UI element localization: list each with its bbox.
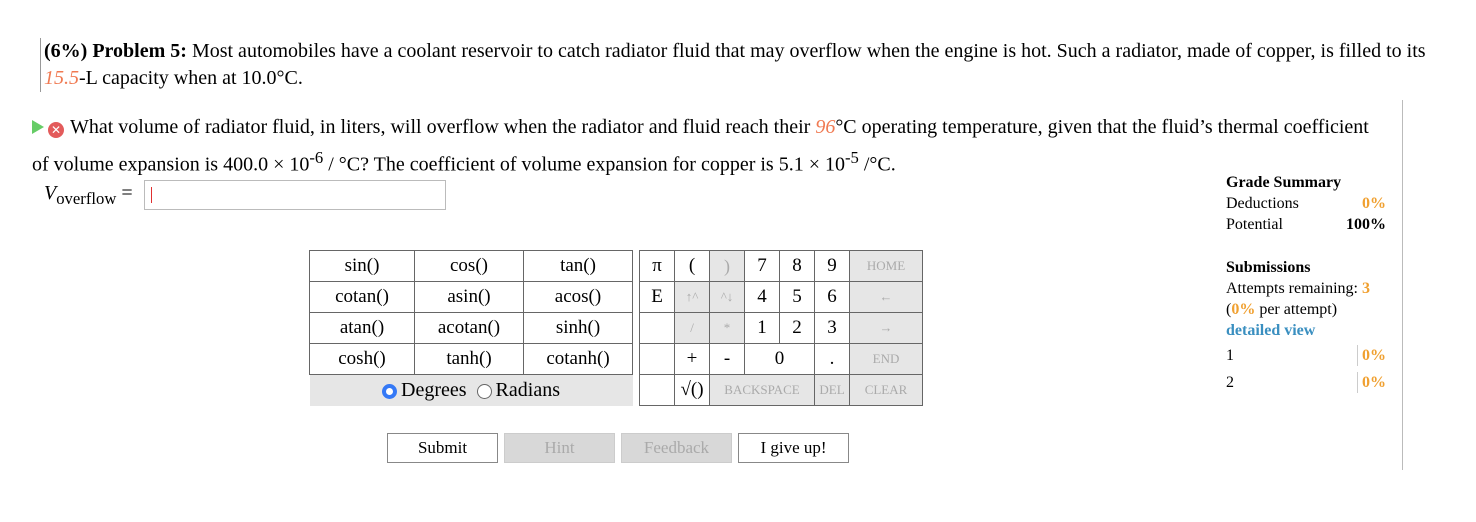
key-clear[interactable]: CLEAR	[849, 374, 923, 406]
grade-summary: Grade Summary Deductions 0% Potential 100%…	[1226, 174, 1386, 393]
key-home[interactable]: HOME	[849, 250, 923, 282]
key-2[interactable]: 2	[779, 312, 815, 344]
key-cosh[interactable]: cosh()	[309, 343, 415, 375]
feedback-button[interactable]: Feedback	[621, 433, 732, 463]
submission-row-1: 1	[1226, 347, 1234, 364]
calculator-pad: sin() cos() tan() π ( ) 7 8 9 HOME cotan…	[309, 250, 923, 406]
key-sinh[interactable]: sinh()	[523, 312, 633, 344]
key-3[interactable]: 3	[814, 312, 850, 344]
key-acos[interactable]: acos()	[523, 281, 633, 313]
problem-header: (6%) Problem 5: Most automobiles have a …	[40, 38, 1444, 92]
key-cos[interactable]: cos()	[414, 250, 524, 282]
key-1[interactable]: 1	[744, 312, 780, 344]
key-cotanh[interactable]: cotanh()	[523, 343, 633, 375]
key-6[interactable]: 6	[814, 281, 850, 313]
temp-value: 96	[815, 116, 836, 138]
key-del[interactable]: DEL	[814, 374, 850, 406]
key-minus[interactable]: -	[709, 343, 745, 375]
deductions-value: 0%	[1362, 195, 1386, 212]
radians-radio[interactable]	[476, 383, 492, 399]
detailed-view-link[interactable]: detailed view	[1226, 322, 1316, 339]
potential-value: 100%	[1346, 216, 1386, 233]
problem-text: Most automobiles have a coolant reservoi…	[191, 40, 1426, 62]
divider-line	[1402, 100, 1403, 470]
answer-label: Voverflow =	[44, 182, 133, 209]
key-open-paren[interactable]: (	[674, 250, 710, 282]
key-sqrt[interactable]: √()	[674, 374, 710, 406]
radians-label: Radians	[495, 378, 560, 401]
key-up-power[interactable]: ↑^	[674, 281, 710, 313]
capacity-value: 15.5	[44, 67, 79, 89]
key-multiply[interactable]: *	[709, 312, 745, 344]
degrees-label: Degrees	[401, 378, 467, 401]
submission-row-2: 2	[1226, 374, 1234, 391]
deductions-label: Deductions	[1226, 195, 1299, 212]
key-4[interactable]: 4	[744, 281, 780, 313]
problem-text-after: -L capacity when at 10.0°C.	[79, 67, 303, 89]
key-plus[interactable]: +	[674, 343, 710, 375]
key-down-power[interactable]: ^↓	[709, 281, 745, 313]
potential-label: Potential	[1226, 216, 1283, 233]
key-7[interactable]: 7	[744, 250, 780, 282]
key-end[interactable]: END	[849, 343, 923, 375]
key-8[interactable]: 8	[779, 250, 815, 282]
angle-mode: Degrees Radians	[309, 374, 633, 406]
problem-percent: (6%)	[44, 40, 88, 62]
per-attempt-pct: 0%	[1231, 301, 1256, 318]
give-up-button[interactable]: I give up!	[738, 433, 849, 463]
key-divide[interactable]: /	[674, 312, 710, 344]
submissions-title: Submissions	[1226, 259, 1311, 276]
submit-button[interactable]: Submit	[387, 433, 498, 463]
text-cursor	[151, 187, 152, 203]
key-tanh[interactable]: tanh()	[414, 343, 524, 375]
degrees-radio[interactable]	[382, 383, 398, 399]
key-blank-3	[639, 374, 675, 406]
submission-row-1-value: 0%	[1357, 345, 1386, 366]
key-pi[interactable]: π	[639, 250, 675, 282]
key-atan[interactable]: atan()	[309, 312, 415, 344]
per-attempt-label: per attempt)	[1259, 301, 1338, 318]
question-text: ✕ What volume of radiator fluid, in liter…	[32, 112, 1382, 180]
question-part-3: / °C? The coefficient of volume expansio…	[323, 154, 845, 177]
answer-var: V	[44, 182, 57, 204]
submission-row-2-value: 0%	[1357, 372, 1386, 393]
attempts-value: 3	[1361, 280, 1370, 297]
question-part-2: °C operating temperature, given that the…	[32, 116, 1369, 177]
attempts-label: Attempts remaining:	[1226, 280, 1358, 297]
key-cotan[interactable]: cotan()	[309, 281, 415, 313]
hint-button[interactable]: Hint	[504, 433, 615, 463]
key-asin[interactable]: asin()	[414, 281, 524, 313]
answer-sub: overflow	[56, 189, 117, 208]
grade-summary-title: Grade Summary	[1226, 174, 1342, 191]
key-blank-1	[639, 312, 675, 344]
key-acotan[interactable]: acotan()	[414, 312, 524, 344]
key-tan[interactable]: tan()	[523, 250, 633, 282]
key-blank-2	[639, 343, 675, 375]
exponent-2: -5	[845, 148, 859, 168]
key-9[interactable]: 9	[814, 250, 850, 282]
key-right-arrow[interactable]: →	[849, 312, 923, 344]
problem-label: Problem 5:	[92, 40, 187, 62]
question-part-1: What volume of radiator fluid, in liters…	[70, 116, 816, 138]
key-close-paren[interactable]: )	[709, 250, 745, 282]
key-dot[interactable]: .	[814, 343, 850, 375]
key-0[interactable]: 0	[744, 343, 815, 375]
key-e[interactable]: E	[639, 281, 675, 313]
exponent-1: -6	[309, 148, 324, 168]
question-part-4: /°C.	[858, 154, 896, 177]
key-backspace[interactable]: BACKSPACE	[709, 374, 815, 406]
close-icon: ✕	[48, 122, 64, 139]
answer-eq: =	[121, 182, 133, 204]
key-sin[interactable]: sin()	[309, 250, 415, 282]
answer-input[interactable]	[144, 180, 446, 210]
key-5[interactable]: 5	[779, 281, 815, 313]
play-icon[interactable]	[32, 120, 44, 135]
key-left-arrow[interactable]: ←	[849, 281, 923, 313]
